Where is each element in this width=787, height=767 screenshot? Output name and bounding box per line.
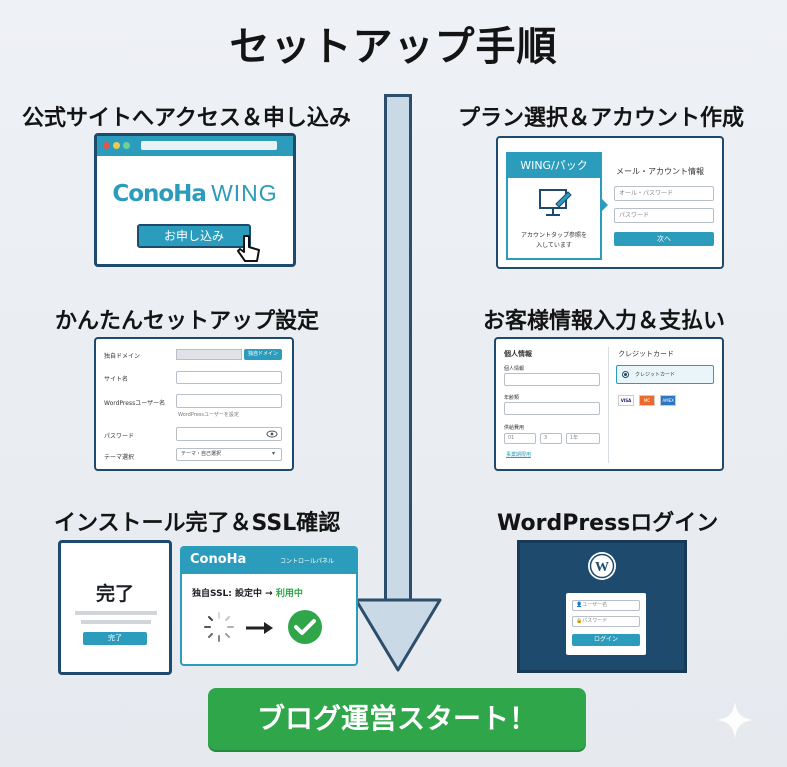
logo-wing-text: WING [211,180,278,206]
ssl-brand-logo: ConoHa [190,552,247,567]
password-input-login[interactable]: 🔒パスワード [572,616,640,627]
site-name-input[interactable] [176,371,282,384]
logo-conoha-text: ConoHa [112,181,207,207]
complete-line-2 [81,620,151,624]
flow-arrow-head [354,598,442,672]
address-bar [141,141,277,150]
conoha-wing-logo: ConoHa WING [97,180,293,207]
credit-option-label: クレジットカード [635,372,676,378]
wing-pack-tab: WING/パック [508,154,600,178]
step6-title: WordPressログイン [497,511,719,536]
ssl-status-active: 利用中 [275,589,303,599]
select-b[interactable]: 3 [540,433,562,444]
complete-button[interactable]: 完了 [83,632,147,645]
step1-title: 公式サイトへアクセス＆申し込み [22,106,351,131]
step5-complete-card: 完了 完了 [58,540,172,675]
window-dot-red-icon [103,142,110,149]
ssl-header: ConoHa コントロールパネル [182,548,356,574]
wp-user-input[interactable] [176,394,282,408]
personal-heading: 個人情報 [504,350,532,358]
personal-input-1[interactable] [504,373,600,386]
username-placeholder: ユーザー名 [582,602,608,608]
loading-spinner-icon [204,612,234,642]
personal-label-3: 供給費用 [504,425,525,431]
step4-card: 個人情報 個人情報 年齢類 供給費用 01 3 1年 事業期限用 クレジットカー… [494,337,724,471]
ssl-status-line: 独自SSL: 設定中 → 利用中 [192,586,303,599]
label-password: パスワード [104,433,135,440]
next-button[interactable]: 次へ [614,232,714,246]
window-dot-green-icon [123,142,130,149]
ssl-status-prefix: 独自SSL: 設定中 → [192,589,276,599]
personal-label-2: 年齢類 [504,395,520,401]
form-divider [608,347,609,463]
window-dot-yellow-icon [113,142,120,149]
step2-card: WING/パック アカウントタップ参照を 入しています メール・アカウント情報 … [496,136,724,269]
password-placeholder: パスワード [582,618,608,624]
flow-arrow-shaft [384,94,412,602]
chevron-down-icon: ▾ [272,450,276,457]
select-a[interactable]: 01 [504,433,536,444]
step3-title: かんたんセットアップ設定 [55,309,320,334]
wp-user-hint: WordPressユーザーを設定 [178,412,239,418]
credit-heading: クレジットカード [618,350,674,358]
label-theme: テーマ選択 [104,454,135,461]
label-site-name: サイト名 [104,376,129,383]
personal-input-2[interactable] [504,402,600,415]
cursor-hand-icon [237,235,260,262]
eye-toggle-icon[interactable] [266,430,278,438]
step4-title: お客様情報入力＆支払い [483,309,726,334]
select-c[interactable]: 1年 [566,433,600,444]
personal-label-1: 個人情報 [504,366,525,372]
start-blog-button[interactable]: ブログ運営スタート！ [208,688,586,750]
personal-link[interactable]: 事業期限用 [506,452,532,458]
step3-card: 独自ドメイン 独自ドメイン サイト名 WordPressユーザー名 WordPr… [94,337,294,471]
step1-card: ConoHa WING お申し込み [94,133,296,267]
apply-button[interactable]: お申し込み [137,224,251,248]
monitor-edit-icon [539,189,572,216]
password-field[interactable]: パスワード [614,208,714,223]
visa-logo: VISA [618,395,634,406]
complete-heading: 完了 [95,583,134,605]
control-panel-label: コントロールパネル [280,558,335,565]
login-box: 👤ユーザー名 🔒パスワード ログイン [566,593,646,655]
credit-option[interactable]: クレジットカード [616,365,714,384]
sparkle-icon [717,702,753,738]
step2-title: プラン選択＆アカウント作成 [458,106,745,131]
user-icon: 👤 [576,602,583,608]
step5-title: インストール完了＆SSL確認 [54,511,341,536]
radio-selected-icon [622,371,629,378]
step6-card: W 👤ユーザー名 🔒パスワード ログイン [517,540,687,673]
complete-line-1 [75,611,157,615]
wing-pack-note-1: アカウントタップ参照を [520,232,587,239]
login-button[interactable]: ログイン [572,634,640,646]
domain-button[interactable]: 独自ドメイン [244,349,282,360]
wing-pack-panel: WING/パック アカウントタップ参照を 入しています [506,152,602,260]
wing-pack-note-2: 入しています [536,242,572,249]
lock-icon: 🔒 [576,618,583,624]
account-heading: メール・アカウント情報 [616,167,704,176]
browser-bar [97,136,293,156]
wordpress-logo-icon: W [588,552,616,580]
label-domain: 独自ドメイン [104,353,141,360]
amex-logo: AMEX [660,395,677,406]
mastercard-logo: MC [639,395,656,406]
theme-select[interactable]: テーマ・自己選択 [176,448,282,461]
password-input[interactable] [176,427,282,441]
panel-pointer [601,198,608,212]
account-field-1[interactable]: オール・パスワード [614,186,714,201]
svg-text:W: W [595,560,609,575]
username-input[interactable]: 👤ユーザー名 [572,600,640,611]
page-title: セットアップ手順 [229,24,558,70]
arrow-right-icon [246,622,273,634]
label-wp-user: WordPressユーザー名 [104,400,166,407]
card-logos: VISA MC AMEX [618,391,677,410]
step5-ssl-card: ConoHa コントロールパネル 独自SSL: 設定中 → 利用中 [180,546,358,666]
domain-input[interactable] [176,349,242,360]
check-circle-icon [288,610,322,644]
